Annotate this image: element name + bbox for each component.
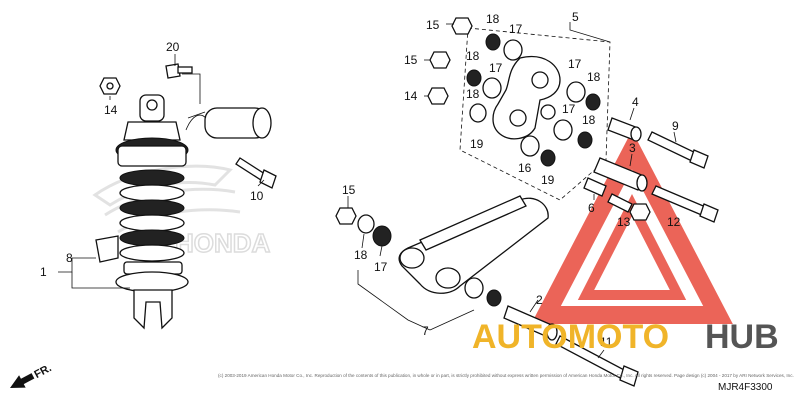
nut-14-left: [99, 77, 121, 95]
diagram-code: MJR4F3300: [718, 382, 773, 393]
shock-spring: [119, 169, 185, 262]
callout-4: 4: [632, 95, 639, 109]
shock-link: [398, 195, 549, 294]
callout-17-low: 17: [374, 260, 388, 274]
collar-4: [607, 117, 642, 142]
callout-16: 16: [518, 161, 532, 175]
collar-3: [593, 157, 648, 192]
callout-15-top: 15: [426, 18, 440, 32]
collar-6: [583, 177, 607, 197]
callout-18-low: 18: [354, 248, 368, 262]
callout-labels: 20 14 10 8 1 15 18 17 5 15 18 17 17 18 1…: [40, 10, 681, 349]
bearings-upper: [466, 33, 601, 167]
callout-17-d: 17: [562, 102, 576, 116]
callout-18-c: 18: [587, 70, 601, 84]
callout-11: 11: [600, 335, 613, 349]
watermark-text-left: AUTOMOTO: [472, 318, 669, 356]
callout-3: 3: [629, 141, 636, 155]
honda-wordmark: HONDA: [175, 228, 271, 258]
callout-14-left: 14: [104, 103, 118, 117]
bearings-lower: [335, 207, 502, 307]
nut-15-top: [451, 17, 473, 35]
callout-14-right: 14: [404, 89, 418, 103]
callout-17-a: 17: [509, 22, 523, 36]
collar-2: [503, 305, 558, 341]
bolt-20: [165, 63, 193, 79]
callout-13: 13: [617, 215, 631, 229]
callout-9: 9: [672, 119, 679, 133]
callout-2: 2: [536, 293, 543, 307]
callout-20: 20: [166, 40, 180, 54]
callout-15-low: 15: [342, 183, 356, 197]
front-label: FR.: [32, 362, 53, 381]
nut-13: [607, 193, 651, 221]
reservoir-band: [95, 235, 119, 263]
bolt-11: [555, 335, 639, 387]
callout-1: 1: [40, 265, 47, 279]
callout-10: 10: [250, 189, 264, 203]
shock-absorber: [115, 94, 272, 330]
callout-15-mid: 15: [404, 53, 418, 67]
leader-lines: [58, 22, 677, 359]
callout-17-c: 17: [568, 57, 582, 71]
callout-18-a: 18: [486, 12, 500, 26]
watermark-text-right: HUB: [705, 318, 779, 356]
callout-18-d: 18: [466, 87, 480, 101]
nut-15-mid: [429, 51, 451, 69]
bolt-12: [651, 185, 719, 223]
callout-19-b: 19: [541, 173, 555, 187]
callout-8: 8: [66, 251, 73, 265]
front-direction-arrow: FR.: [10, 362, 54, 388]
callout-6: 6: [588, 201, 595, 215]
bolt-9: [647, 131, 709, 169]
shock-arm: [459, 27, 611, 201]
copyright-text: (c) 2003-2019 American Honda Motor Co., …: [218, 373, 794, 378]
callout-18-b: 18: [466, 49, 480, 63]
callout-7: 7: [422, 324, 429, 338]
callout-12: 12: [667, 215, 681, 229]
nut-14-right: [427, 87, 449, 105]
callout-5: 5: [572, 10, 579, 24]
watermark-triangle: [531, 130, 733, 324]
callout-19-a: 19: [470, 137, 484, 151]
callout-17-b: 17: [489, 61, 503, 75]
bolt-10: [235, 157, 277, 189]
callout-18-e: 18: [582, 113, 596, 127]
